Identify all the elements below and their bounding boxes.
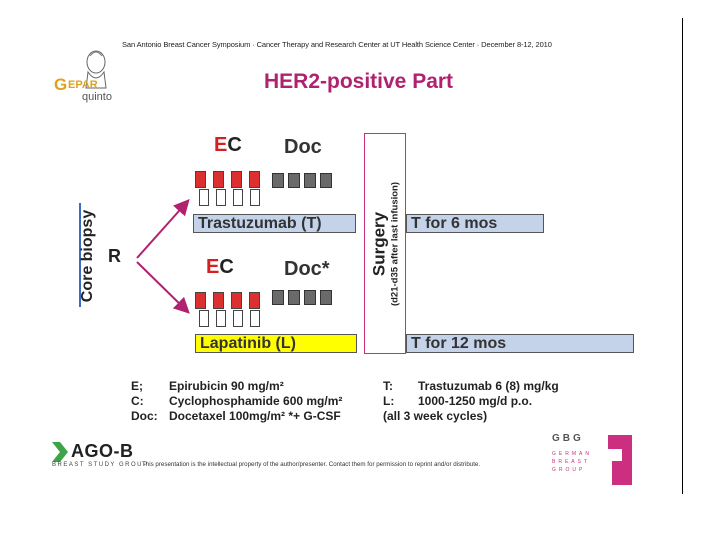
legend-key: E; xyxy=(131,379,169,394)
legend-row: T:Trastuzumab 6 (8) mg/kg xyxy=(383,379,559,394)
ago-b-logo-row: AGO-B xyxy=(52,441,148,462)
legend-key: T: xyxy=(383,379,418,394)
gbg-logo: GBG GERMAN BREAST GROUP xyxy=(552,433,632,485)
legend-row: Doc:Docetaxel 100mg/m² *+ G-CSF xyxy=(131,409,342,424)
legend-value: Trastuzumab 6 (8) mg/kg xyxy=(418,379,559,393)
gbg-logo-subtitle: GERMAN BREAST GROUP xyxy=(552,450,592,474)
legend-key: C: xyxy=(131,394,169,409)
ago-b-logo-mark xyxy=(52,442,68,462)
ago-b-logo-subtitle: BREAST STUDY GROUP xyxy=(52,462,148,468)
gbg-logo-sub1: GERMAN xyxy=(552,450,592,458)
gbg-logo-mark xyxy=(608,435,632,485)
legend-key: Doc: xyxy=(131,409,169,424)
legend-right: T:Trastuzumab 6 (8) mg/kg L:1000-1250 mg… xyxy=(383,379,559,424)
legend-value: Cyclophosphamide 600 mg/m² xyxy=(169,394,342,408)
legend-value: 1000-1250 mg/d p.o. xyxy=(418,394,532,408)
legend-key: L: xyxy=(383,394,418,409)
legend-row: E;Epirubicin 90 mg/m² xyxy=(131,379,342,394)
copyright-footer: This presentation is the intellectual pr… xyxy=(142,461,480,468)
ago-b-logo-name: AGO-B xyxy=(71,441,134,462)
legend-left: E;Epirubicin 90 mg/m² C:Cyclophosphamide… xyxy=(131,379,342,424)
gbg-logo-sub3: GROUP xyxy=(552,466,592,474)
gbg-logo-name: GBG xyxy=(552,433,584,444)
arrow-to-arm1 xyxy=(137,202,187,258)
legend-row: L:1000-1250 mg/d p.o. xyxy=(383,394,559,409)
legend-value: (all 3 week cycles) xyxy=(383,409,487,423)
legend-row: (all 3 week cycles) xyxy=(383,409,559,424)
legend-value: Epirubicin 90 mg/m² xyxy=(169,379,284,393)
ago-b-logo: AGO-B BREAST STUDY GROUP xyxy=(52,441,148,468)
legend-value: Docetaxel 100mg/m² *+ G-CSF xyxy=(169,409,341,423)
gbg-logo-sub2: BREAST xyxy=(552,458,592,466)
legend-row: C:Cyclophosphamide 600 mg/m² xyxy=(131,394,342,409)
arrow-to-arm2 xyxy=(137,262,187,311)
